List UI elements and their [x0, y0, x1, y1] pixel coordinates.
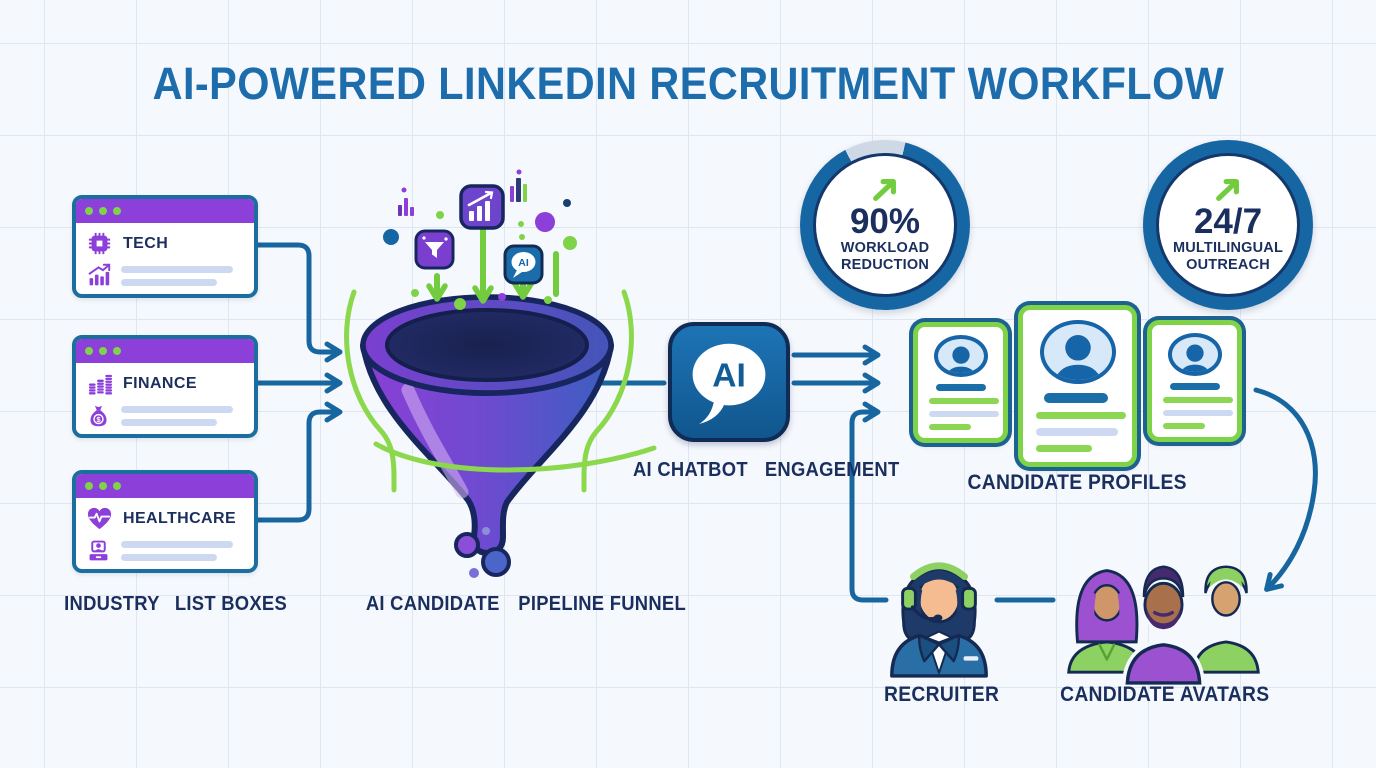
- window-dot-icon: [99, 482, 107, 490]
- coin-stack-icon: [88, 374, 113, 395]
- badge-value: 90%: [849, 202, 921, 242]
- industry-name: TECH: [123, 234, 169, 252]
- candidate-profiles-label: CANDIDATE PROFILES: [967, 471, 1187, 494]
- window-dot-icon: [99, 207, 107, 215]
- connector-profiles-to-avatars-arc: [1253, 387, 1318, 592]
- placeholder-lines: [121, 405, 233, 426]
- window-dot-icon: [113, 207, 121, 215]
- recruiter-figure: [890, 562, 988, 678]
- workload-reduction-badge: 90% WORKLOAD REDUCTION: [800, 140, 970, 310]
- multilingual-outreach-badge: 24/7 MULTILINGUAL OUTREACH: [1143, 140, 1313, 310]
- industry-boxes-label: INDUSTRY LIST BOXES: [64, 593, 287, 615]
- badge-label: WORKLOAD: [840, 239, 930, 256]
- profile-detail-bar: [1036, 428, 1118, 436]
- funnel-body: [360, 294, 614, 556]
- window-titlebar: [76, 199, 254, 223]
- window-titlebar: [76, 339, 254, 363]
- badge-label: MULTILINGUAL: [1172, 239, 1284, 256]
- window-dot-icon: [99, 347, 107, 355]
- svg-text:AI: AI: [518, 257, 529, 269]
- badge-label: REDUCTION: [841, 256, 929, 273]
- industry-box-healthcare: HEALTHCARE: [72, 470, 258, 573]
- profile-detail-bar: [1163, 396, 1233, 403]
- window-titlebar: [76, 474, 254, 498]
- profile-detail-bar: [929, 398, 999, 405]
- growth-arrow-icon: [1216, 179, 1239, 202]
- candidate-avatars-label: CANDIDATE AVATARS: [1060, 683, 1270, 706]
- profile-detail-bar: [1163, 409, 1233, 416]
- candidate-avatars-figure: [1067, 565, 1260, 685]
- bar-chart-up-icon: [88, 263, 111, 286]
- avatar-man: [1121, 565, 1206, 685]
- ai-chat-mini-icon: AI: [503, 244, 544, 285]
- chart-icon: [459, 184, 505, 230]
- headset-icon: [909, 562, 969, 581]
- industry-box-tech: TECH: [72, 195, 258, 298]
- window-dot-icon: [113, 482, 121, 490]
- industry-name: HEALTHCARE: [123, 509, 237, 527]
- svg-text:$: $: [96, 415, 101, 424]
- filter-icon: [414, 229, 455, 270]
- avatar-green-hair: [1192, 565, 1260, 674]
- industry-box-finance: FINANCE $: [72, 335, 258, 438]
- window-dot-icon: [85, 482, 93, 490]
- telehealth-icon: [89, 540, 108, 561]
- candidate-profile-card: [913, 322, 1008, 443]
- growth-arrow-icon: [873, 179, 896, 202]
- svg-text:AI: AI: [712, 358, 746, 395]
- placeholder-lines: [121, 265, 233, 286]
- avatar-woman: [1067, 569, 1147, 674]
- connector-recruiter-to-profiles: [849, 401, 889, 603]
- funnel-label: AI CANDIDATE PIPELINE FUNNEL: [365, 593, 687, 615]
- profile-avatar-icon: [1039, 320, 1116, 385]
- profile-avatar-icon: [933, 335, 988, 378]
- funnel-droplets: [454, 527, 511, 578]
- mini-bars-icon: [398, 169, 527, 216]
- connector-healthcare-to-funnel: [255, 401, 343, 523]
- profile-detail-bar: [1036, 411, 1126, 420]
- window-dot-icon: [85, 347, 93, 355]
- chatbot-label: AI CHATBOT ENGAGEMENT: [632, 459, 900, 481]
- heart-pulse-icon: [87, 507, 112, 530]
- funnel-green-band: [373, 441, 657, 473]
- recruiter-label: RECRUITER: [884, 683, 1000, 706]
- chip-icon: [88, 232, 111, 255]
- profile-name-bar: [1044, 393, 1108, 403]
- profile-detail-bar: [929, 411, 999, 418]
- profile-name-bar: [1170, 382, 1220, 390]
- profile-name-bar: [936, 384, 986, 392]
- profile-avatar-icon: [1167, 333, 1222, 376]
- ai-chatbot-icon: AI: [668, 322, 790, 442]
- profile-detail-bar: [1163, 422, 1205, 429]
- connector-tech-to-funnel: [255, 242, 343, 363]
- badge-label: OUTREACH: [1186, 256, 1270, 273]
- window-dot-icon: [113, 347, 121, 355]
- candidate-profile-card: [1147, 320, 1242, 442]
- money-bag-icon: $: [90, 405, 107, 427]
- placeholder-lines: [121, 540, 233, 561]
- speech-bubble-icon: AI: [692, 343, 766, 424]
- decorative-dots: [383, 199, 577, 310]
- page-title: AI-POWERED LINKEDIN RECRUITMENT WORKFLOW: [152, 58, 1224, 109]
- industry-name: FINANCE: [123, 374, 197, 392]
- profile-detail-bar: [929, 424, 971, 430]
- profile-detail-bar: [1036, 444, 1092, 452]
- candidate-profile-card: [1018, 305, 1137, 467]
- badge-value: 24/7: [1193, 202, 1263, 242]
- window-dot-icon: [85, 207, 93, 215]
- pipeline-funnel-illustration: AI: [344, 169, 657, 578]
